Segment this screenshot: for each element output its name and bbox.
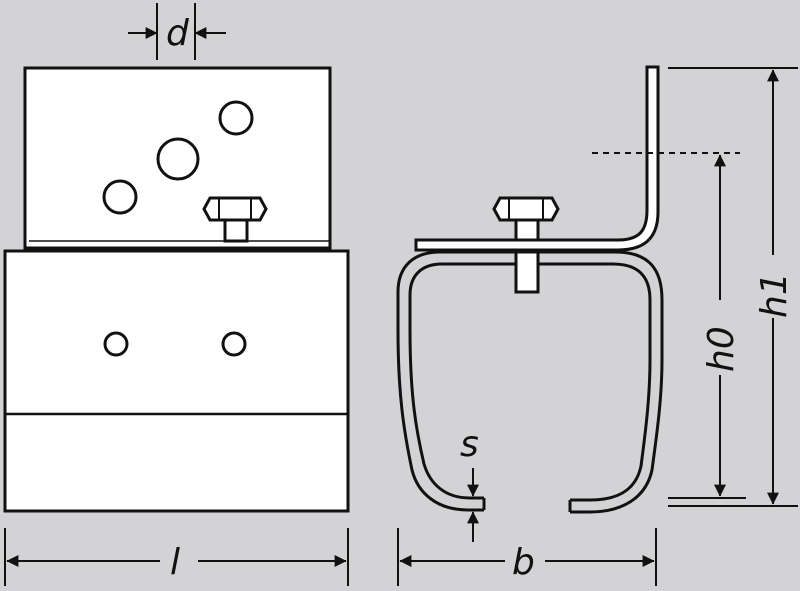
label-l: l <box>170 542 180 583</box>
label-h1: h1 <box>754 272 795 318</box>
label-d: d <box>166 13 190 54</box>
mounting-hole-left <box>102 179 138 215</box>
dimension-l: l <box>4 528 349 586</box>
dimension-b: b <box>397 528 657 586</box>
dimension-h0: h0 <box>592 152 746 499</box>
dimension-h1: h1 <box>668 67 798 507</box>
mounting-hole-large <box>156 137 200 181</box>
label-h0: h0 <box>701 326 742 372</box>
front-view <box>3 66 350 513</box>
dimension-d: d <box>128 3 226 60</box>
rail-profile-outer <box>396 250 664 514</box>
bolt-head-side <box>492 196 560 222</box>
rail-profile-inner <box>408 262 652 502</box>
bolt-shank-front <box>223 218 249 243</box>
bolt-shank-lower <box>514 250 540 294</box>
bracket-profile <box>414 65 660 252</box>
mounting-hole-top <box>218 100 254 136</box>
label-s: s <box>460 424 479 465</box>
rail-body-front <box>3 249 350 513</box>
side-view <box>396 65 664 514</box>
bolt-head-front <box>202 196 268 222</box>
bolt-shank-upper <box>514 218 540 242</box>
rail-hole-left <box>103 331 129 357</box>
rail-hole-right <box>221 331 247 357</box>
label-b: b <box>512 542 535 583</box>
dimension-s: s <box>460 424 479 542</box>
